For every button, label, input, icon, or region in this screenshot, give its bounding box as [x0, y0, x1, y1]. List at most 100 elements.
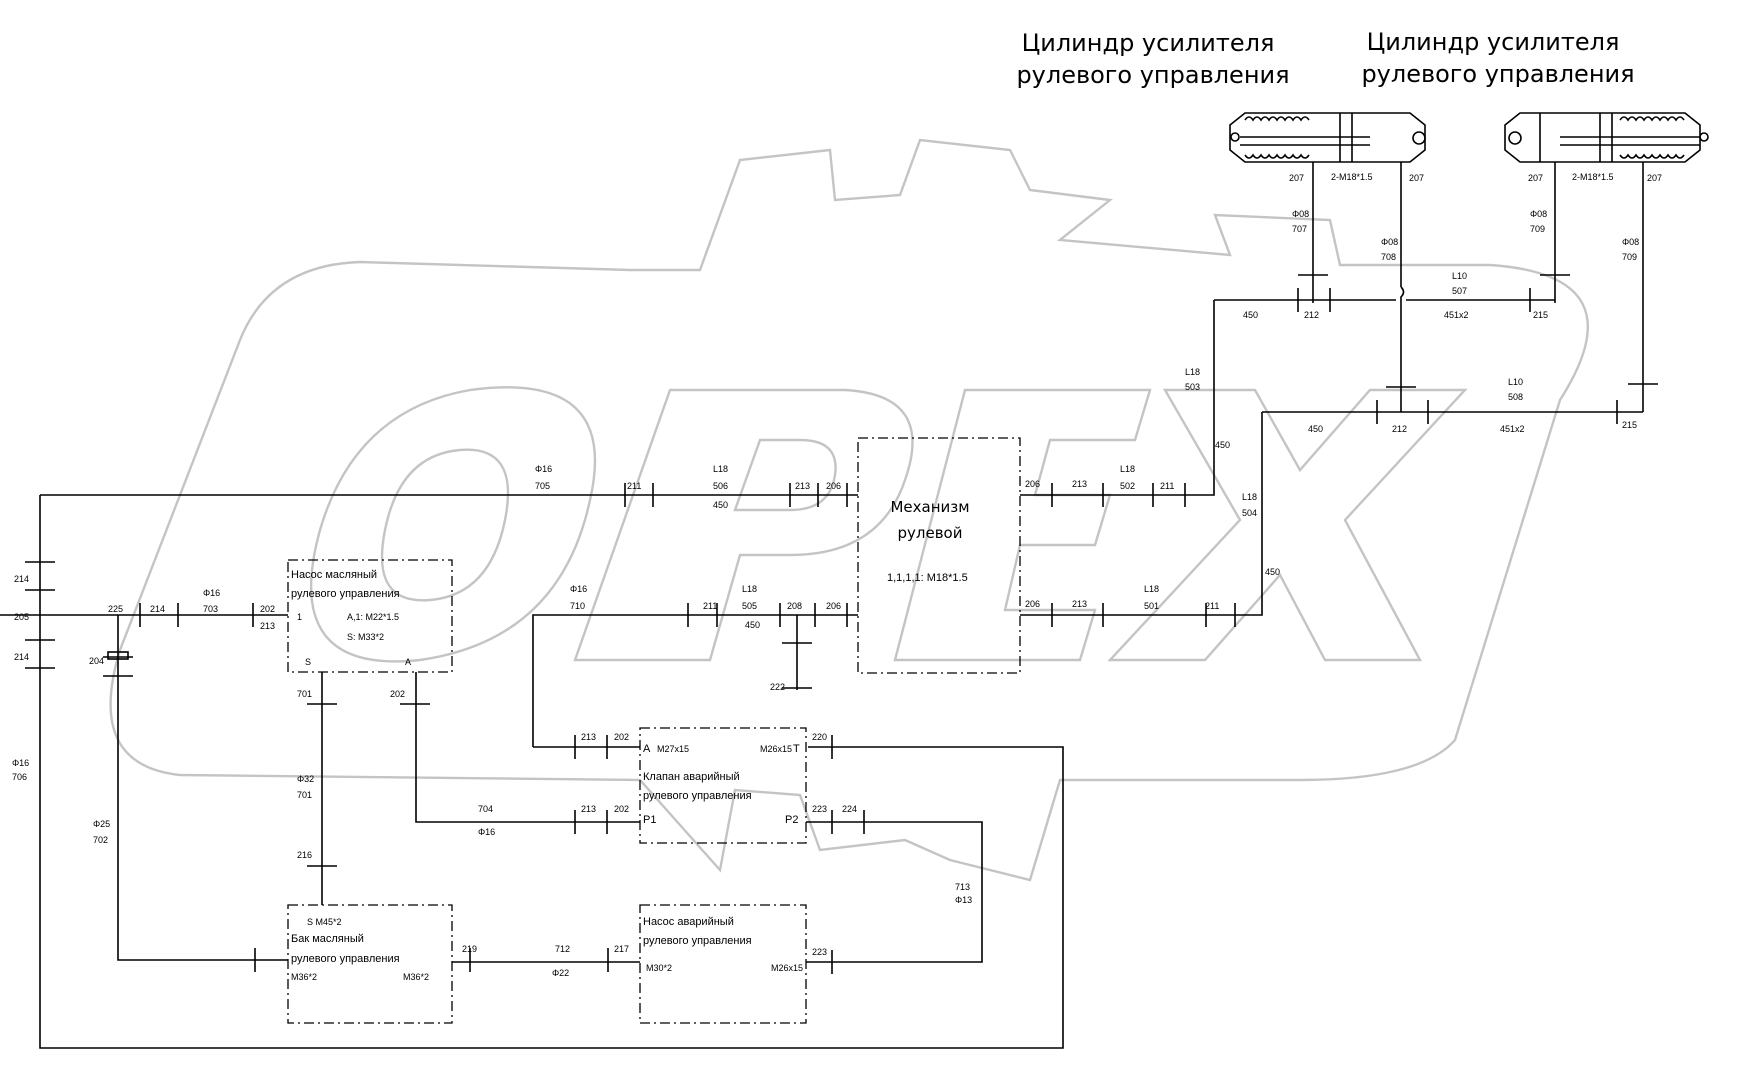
part-label: L10: [1452, 271, 1467, 281]
cylinder-right-body: [1504, 112, 1701, 163]
emergency-pump-title-line2: рулевого управления: [643, 935, 752, 947]
part-label: 212: [1304, 310, 1319, 320]
part-label: 707: [1292, 224, 1307, 234]
fitting-plug-204: [107, 651, 129, 660]
part-label: Φ32: [297, 774, 314, 784]
valve-port-a-spec: M27x15: [657, 744, 689, 754]
part-label: 702: [93, 835, 108, 845]
cylinder-right-title-line2: рулевого управления: [1361, 60, 1634, 88]
cylinder-right-boot-bottom: [1619, 153, 1685, 159]
fittings: [25, 274, 1658, 974]
part-label: 202: [614, 732, 629, 742]
cylinder-right: [1504, 112, 1709, 163]
part-label: 213: [581, 732, 596, 742]
pipelines: [0, 162, 1644, 1049]
oil-pump-title-line1: Насос масляный: [291, 569, 377, 581]
part-label: 211: [627, 481, 641, 491]
oil-pump-title-line2: рулевого управления: [291, 588, 400, 600]
valve-port-a: A: [643, 743, 651, 755]
part-label: 222: [770, 682, 785, 692]
part-label: L18: [713, 464, 728, 474]
line-710: [532, 614, 858, 747]
cylinder-left-thread: 2-M18*1.5: [1331, 172, 1373, 182]
line-702: [117, 615, 288, 961]
part-label: 703: [203, 604, 218, 614]
cylinder-left-title-line2: рулевого управления: [1016, 61, 1289, 89]
part-label: 501: [1144, 601, 1159, 611]
part-number-labels: 207 207 207 207 Φ08 707 Φ08 708 Φ08 709 …: [12, 173, 1662, 978]
part-label: 214: [150, 604, 165, 614]
part-label: Φ16: [12, 758, 29, 768]
cylinder-right-thread: 2-M18*1.5: [1572, 172, 1614, 182]
part-label: 216: [297, 850, 312, 860]
part-label: 701: [297, 689, 312, 699]
part-label: 211: [1205, 601, 1219, 611]
part-label: 213: [1072, 479, 1087, 489]
emergency-pump-spec-right: M26x15: [771, 963, 803, 973]
part-label: 206: [1025, 479, 1040, 489]
part-label: 508: [1508, 392, 1523, 402]
watermark-gear: [109, 138, 1589, 882]
line-504: [1020, 412, 1263, 616]
watermark-letter-x: [1107, 388, 1468, 662]
part-label: 213: [795, 481, 810, 491]
watermark-letter-p: [573, 388, 914, 662]
part-label: 502: [1120, 481, 1135, 491]
part-label: 206: [1025, 599, 1040, 609]
part-label: 504: [1242, 508, 1257, 518]
part-label: 708: [1381, 252, 1396, 262]
part-label: 710: [570, 601, 585, 611]
emergency-pump-title-line1: Насос аварийный: [643, 916, 734, 928]
oil-pump-spec-s: S: M33*2: [347, 632, 384, 642]
part-label: 225: [108, 604, 123, 614]
mechanism-title-line2: рулевой: [898, 524, 963, 542]
line-708-b: [1400, 286, 1405, 412]
valve-port-p2: P2: [785, 814, 798, 826]
valve-title-line1: Клапан аварийный: [643, 771, 740, 783]
line-713: [806, 821, 983, 963]
part-label: 205: [14, 612, 29, 622]
part-label: 211: [703, 601, 717, 611]
part-label: 204: [89, 656, 104, 666]
part-label: 215: [1622, 420, 1637, 430]
tank-title-line2: рулевого управления: [291, 953, 400, 965]
part-label: 217: [614, 944, 629, 954]
emergency-valve-box: [639, 727, 807, 844]
valve-port-t-spec: M26x15: [760, 744, 792, 754]
valve-port-t: T: [793, 743, 800, 755]
emergency-pump-box: [639, 904, 807, 1024]
part-label: 450: [1243, 310, 1258, 320]
part-label: L18: [1120, 464, 1135, 474]
part-label: 451x2: [1444, 310, 1469, 320]
part-label: 208: [787, 601, 802, 611]
part-label: 506: [713, 481, 728, 491]
part-label: 450: [745, 620, 760, 630]
part-label: 211: [1160, 481, 1174, 491]
part-label: 450: [1215, 440, 1230, 450]
watermark-letter-o-inner: [380, 448, 510, 602]
tank-spec-right: M36*2: [403, 972, 429, 982]
part-label: 202: [390, 689, 405, 699]
part-label: 223: [812, 947, 827, 957]
part-label: 214: [14, 574, 29, 584]
watermark-letter-o: [310, 386, 597, 663]
part-label: 207: [1647, 173, 1662, 183]
cylinder-right-eye-left: [1508, 131, 1522, 145]
part-label: 701: [297, 790, 312, 800]
cylinder-right-boot: [1619, 116, 1685, 122]
part-label: 224: [842, 804, 857, 814]
part-label: 704: [478, 804, 493, 814]
cylinder-left-boot-bottom: [1244, 153, 1310, 159]
line-704: [415, 672, 640, 823]
line-706: [39, 495, 1064, 1049]
part-label: 206: [826, 481, 841, 491]
part-label: Φ16: [478, 827, 495, 837]
part-label: 207: [1528, 173, 1543, 183]
cylinder-right-eye-right: [1699, 132, 1709, 142]
part-label: 507: [1452, 286, 1467, 296]
line-503: [1020, 300, 1215, 496]
steering-mechanism-box: [857, 437, 1021, 674]
part-label: Φ08: [1530, 209, 1547, 219]
part-label: 709: [1622, 252, 1637, 262]
